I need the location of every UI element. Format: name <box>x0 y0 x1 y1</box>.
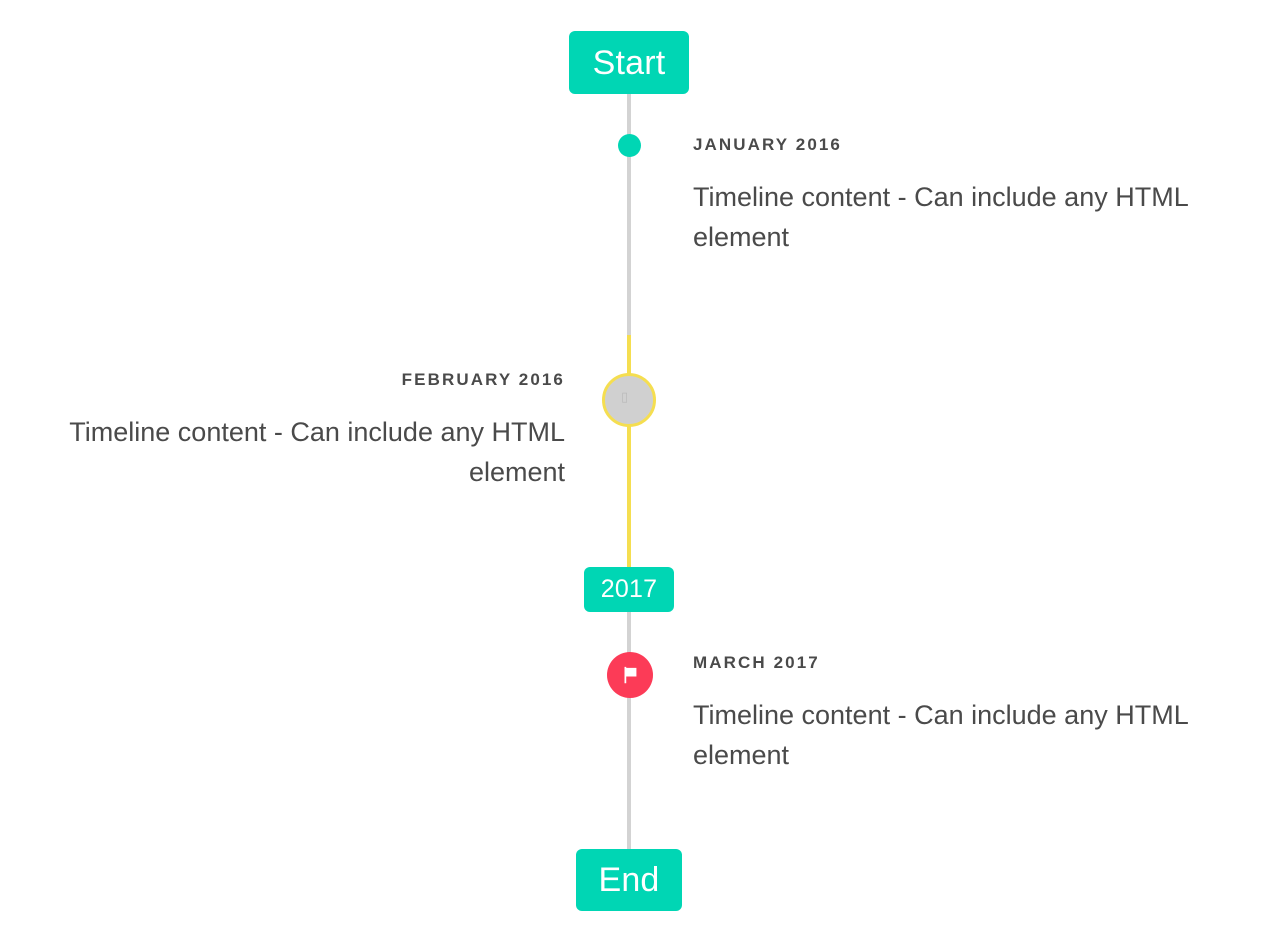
timeline-marker-flag[interactable] <box>607 652 653 698</box>
timeline-end-badge[interactable]: End <box>576 849 682 911</box>
timeline-start-badge[interactable]: Start <box>569 31 689 94</box>
timeline-marker-ring[interactable]: ▯ <box>602 373 656 427</box>
flag-icon <box>624 666 637 684</box>
timeline-rail-upper <box>627 92 631 335</box>
timeline-rail-highlight <box>627 335 631 567</box>
broken-image-icon: ▯ <box>621 390 629 405</box>
timeline-entry-date-march: MARCH 2017 <box>693 653 820 672</box>
timeline-entry-content-february: Timeline content - Can include any HTML … <box>69 417 565 487</box>
timeline-entry-date-january: JANUARY 2016 <box>693 135 842 154</box>
timeline-marker-dot[interactable] <box>618 134 641 157</box>
timeline-entry-date-february: FEBRUARY 2016 <box>401 370 565 389</box>
timeline-entry-content-march: Timeline content - Can include any HTML … <box>693 700 1188 770</box>
timeline-year-badge[interactable]: 2017 <box>584 567 674 612</box>
timeline-entry-content-january: Timeline content - Can include any HTML … <box>693 182 1188 252</box>
timeline-rail-lower <box>627 611 631 850</box>
